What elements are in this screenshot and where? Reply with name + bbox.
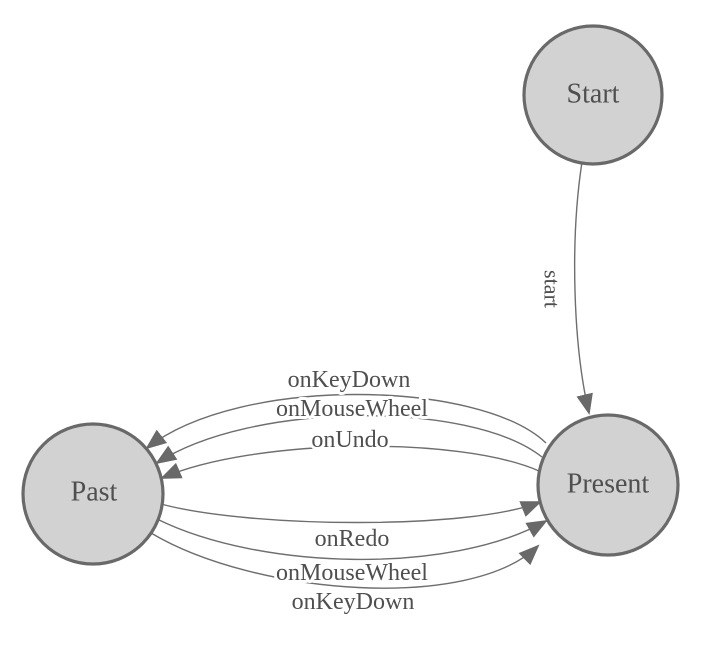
edge-past-to-present-onkeydown xyxy=(150,532,540,589)
edge-start-to-present xyxy=(573,161,593,416)
node-present-label: Present xyxy=(567,469,650,500)
edge-label-onmousewheel-top: onMouseWheel xyxy=(276,396,428,422)
edge-label-onmousewheel-bottom: onMouseWheel xyxy=(276,560,428,586)
node-past[interactable]: Past xyxy=(21,422,165,566)
edge-label-layer: start onKeyDown onMouseWheel onUndo onRe… xyxy=(273,267,567,618)
node-present[interactable]: Present xyxy=(536,413,680,557)
edge-present-to-past-onkeydown xyxy=(145,393,547,450)
node-present-circle[interactable] xyxy=(536,413,680,557)
edge-label-onredo: onRedo xyxy=(315,526,390,552)
edge-past-to-present-onredo xyxy=(160,501,542,524)
edge-layer xyxy=(145,161,593,589)
edge-label-onkeydown-bottom: onKeyDown xyxy=(292,589,415,615)
edge-past-to-present-onmousewheel xyxy=(156,518,548,561)
node-start-label: Start xyxy=(567,79,620,110)
edge-present-to-past-onmousewheel xyxy=(155,415,543,465)
edge-label-onkeydown-top: onKeyDown xyxy=(288,367,411,393)
node-past-label: Past xyxy=(71,477,118,508)
node-past-circle[interactable] xyxy=(21,422,165,566)
node-start-circle[interactable] xyxy=(522,24,664,166)
edge-label-start: start xyxy=(540,270,565,308)
edge-present-to-past-onundo xyxy=(160,445,540,479)
node-layer: Start Past Present xyxy=(21,24,680,566)
edge-label-onundo: onUndo xyxy=(311,427,388,453)
node-start[interactable]: Start xyxy=(522,24,664,166)
